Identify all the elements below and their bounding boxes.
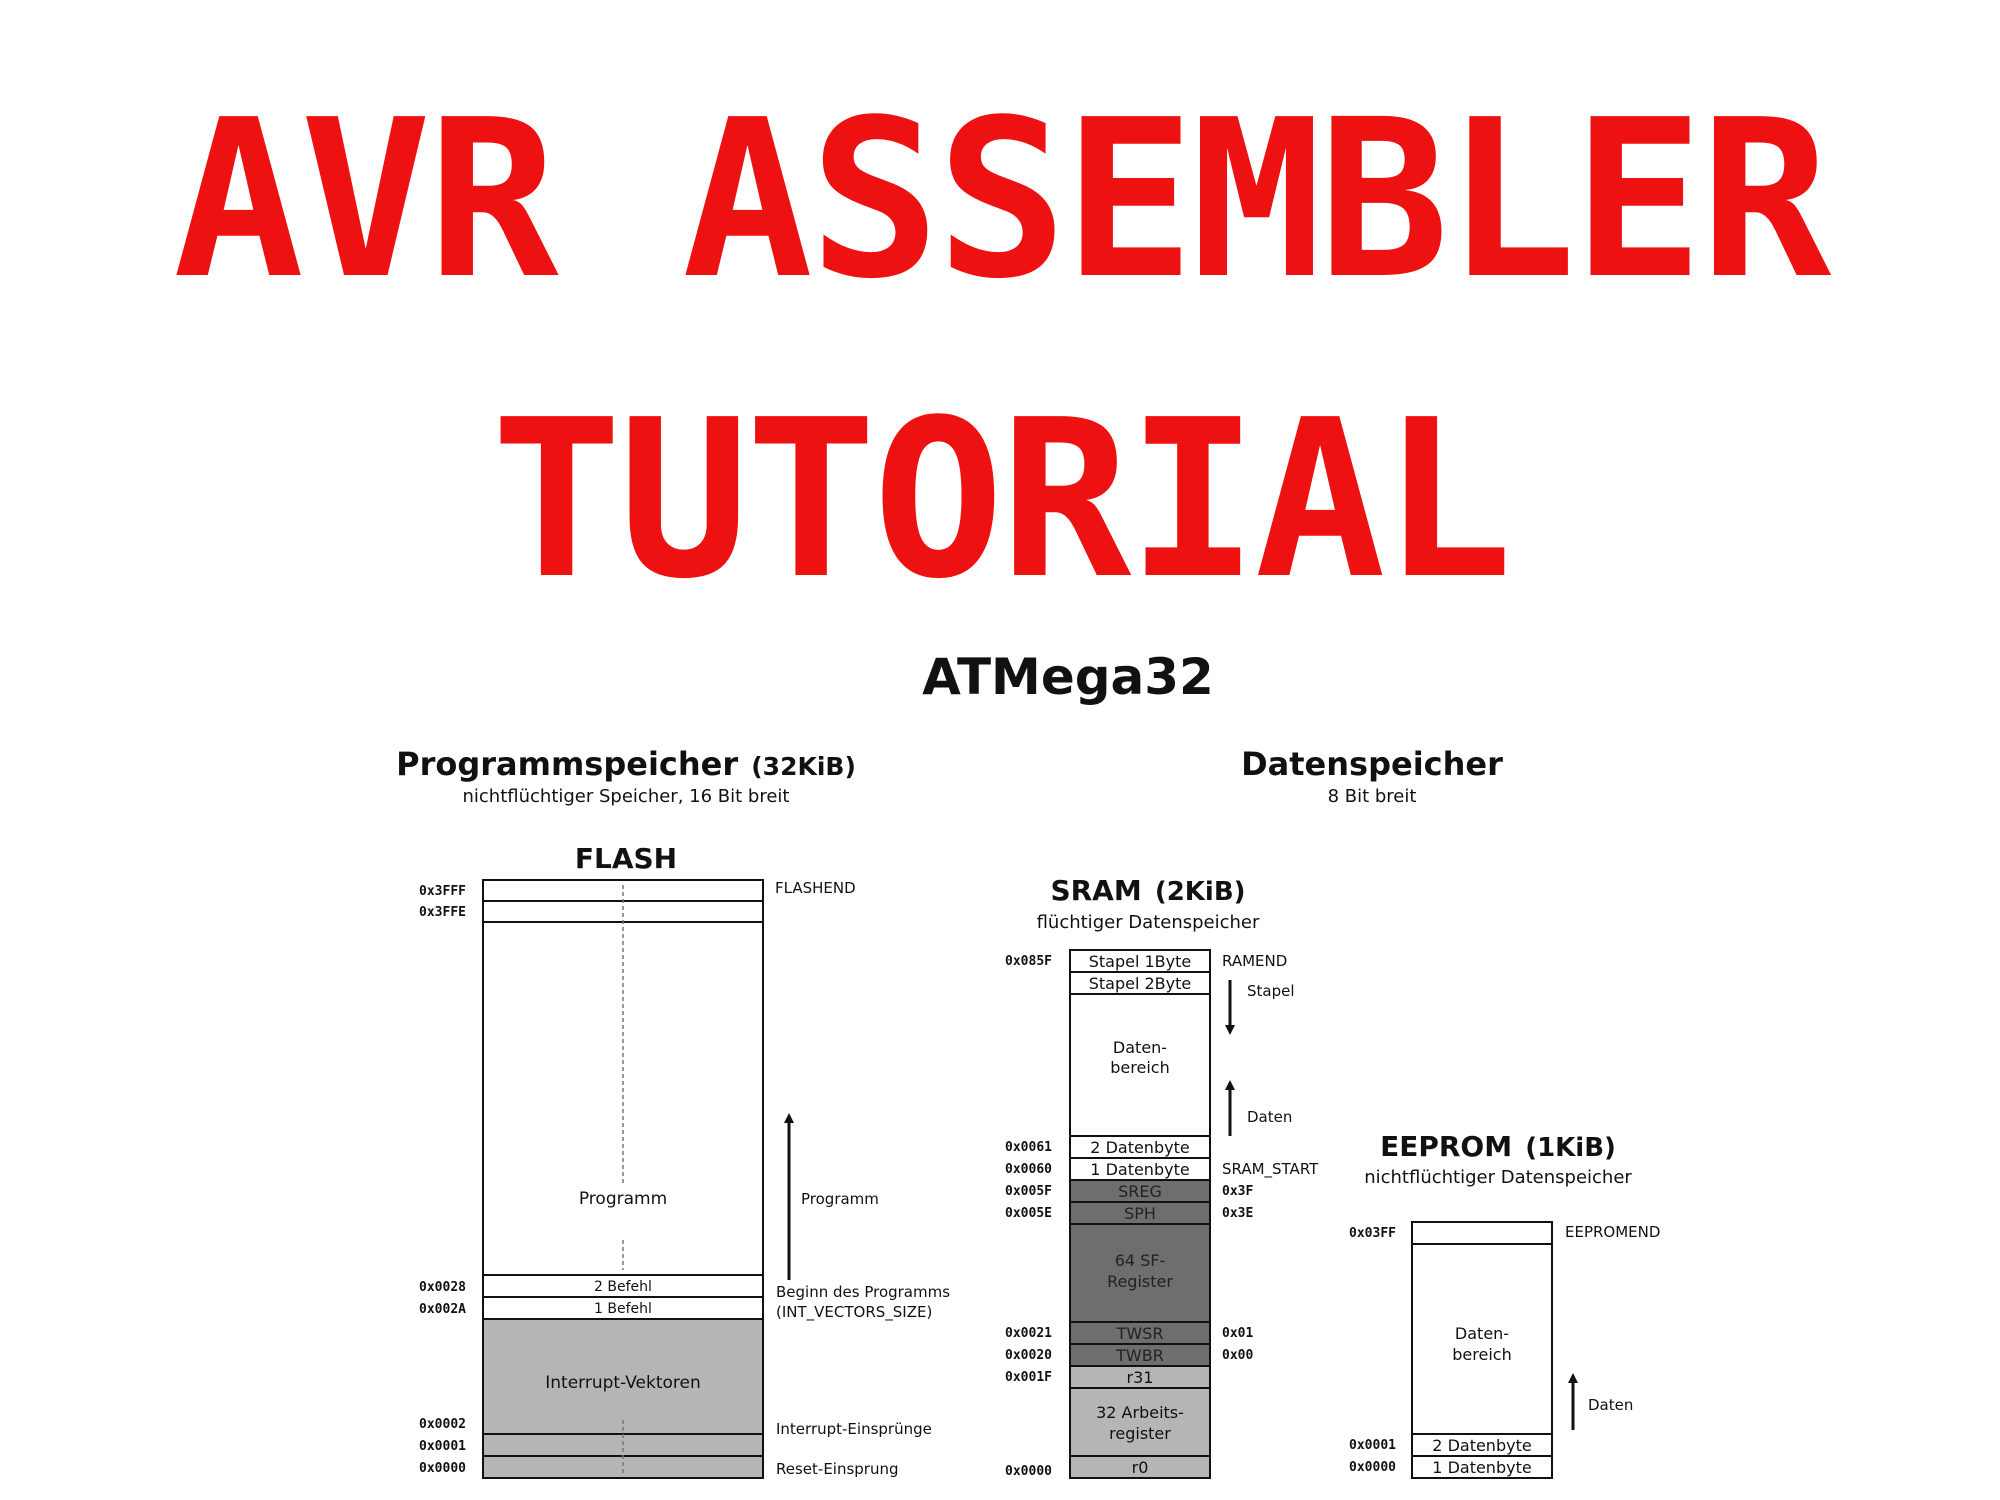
eeprom-header: EEPROM (1KiB): [1380, 1130, 1616, 1163]
eeprom-addr-0001: 0x0001: [1349, 1438, 1396, 1453]
eeprom-subtitle: nichtflüchtiger Datenspeicher: [1364, 1167, 1632, 1188]
sram-twsr-label: TWSR: [1116, 1324, 1164, 1343]
sram-datenbereich-label-1: Daten-: [1113, 1038, 1167, 1057]
flash-addr-002a: 0x002A: [419, 1302, 466, 1317]
sram-sf-label-1: 64 SF-: [1115, 1251, 1166, 1270]
eeprom-addr-0000: 0x0000: [1349, 1460, 1396, 1475]
flash-ivec-label: Interrupt-Vektoren: [545, 1373, 701, 1393]
flash-label-flashend: FLASHEND: [775, 879, 856, 897]
sram-label-daten: Daten: [1247, 1108, 1292, 1126]
sram-label-0x01: 0x01: [1222, 1326, 1253, 1341]
flash-addr-0028: 0x0028: [419, 1280, 466, 1295]
flash-cell-0000: [482, 1455, 764, 1479]
flash-programm-label: Programm: [579, 1189, 667, 1209]
sram-addr-0000: 0x0000: [1005, 1464, 1052, 1479]
flash-label-einspr: Interrupt-Einsprünge: [776, 1420, 932, 1438]
sram-cell-sf-register: [1069, 1223, 1211, 1323]
sram-stapel2-label: Stapel 2Byte: [1089, 974, 1192, 993]
sram-title: SRAM: [1050, 874, 1141, 907]
flash-cell-ivec: [482, 1318, 764, 1435]
title-line-1: AVR ASSEMBLER: [172, 74, 1831, 327]
eeprom-cell-3ff: [1411, 1221, 1553, 1245]
eeprom-cell-db1: [1411, 1455, 1553, 1479]
flash-befehl2-label: 2 Befehl: [594, 1279, 652, 1295]
eeprom-db1-label: 1 Datenbyte: [1432, 1458, 1531, 1477]
title-line-2: TUTORIAL: [491, 374, 1513, 627]
flash-addr-0001: 0x0001: [419, 1439, 466, 1454]
flash-befehl1-label: 1 Befehl: [594, 1301, 652, 1317]
sram-sf-label-2: Register: [1107, 1272, 1173, 1291]
eeprom-cell-datenbereich: [1411, 1243, 1553, 1435]
sram-addr-085f: 0x085F: [1005, 954, 1052, 969]
eeprom-label-daten: Daten: [1588, 1396, 1633, 1414]
sram-addr-0060: 0x0060: [1005, 1162, 1052, 1177]
sram-cell-r0: [1069, 1455, 1211, 1479]
sram-stapel1-label: Stapel 1Byte: [1089, 952, 1192, 971]
eeprom-cells: [1411, 1221, 1553, 1479]
sram-label-0x3e: 0x3E: [1222, 1206, 1253, 1221]
sram-arbeits-label-1: 32 Arbeits-: [1096, 1403, 1184, 1422]
sram-label-0x3f: 0x3F: [1222, 1184, 1253, 1199]
flash-cell-3ffe: [482, 900, 764, 923]
sram-label-ramend: RAMEND: [1222, 952, 1287, 970]
flash-label-beginn: Beginn des Programms: [776, 1283, 950, 1301]
sram-size: (2KiB): [1155, 877, 1246, 907]
sram-addr-005e: 0x005E: [1005, 1206, 1052, 1221]
flash-cell-3fff: [482, 879, 764, 902]
sram-cells: [1069, 949, 1211, 1479]
sram-arbeits-label-2: register: [1109, 1424, 1171, 1443]
flash-title: FLASH: [575, 842, 677, 875]
sram-sph-label: SPH: [1124, 1204, 1156, 1223]
data-header-title: Datenspeicher: [1241, 745, 1503, 783]
eeprom-db2-label: 2 Datenbyte: [1432, 1436, 1531, 1455]
sram-header: SRAM (2KiB): [1050, 874, 1245, 907]
sram-subtitle: flüchtiger Datenspeicher: [1037, 912, 1260, 933]
sram-label-stapel: Stapel: [1247, 982, 1295, 1000]
eeprom-datenbereich-label-1: Daten-: [1455, 1324, 1509, 1343]
sram-addr-0020: 0x0020: [1005, 1348, 1052, 1363]
eeprom-size: (1KiB): [1525, 1133, 1616, 1163]
sram-sreg-label: SREG: [1118, 1182, 1162, 1201]
sram-addr-0061: 0x0061: [1005, 1140, 1052, 1155]
sram-datenbereich-label-2: bereich: [1110, 1058, 1169, 1077]
sram-addr-005f: 0x005F: [1005, 1184, 1052, 1199]
sram-db1-label: 1 Datenbyte: [1090, 1160, 1189, 1179]
sram-cell-arbeitsregister: [1069, 1387, 1211, 1457]
sram-r31-label: r31: [1127, 1368, 1154, 1387]
eeprom-title: EEPROM: [1380, 1130, 1512, 1163]
sram-addr-001f: 0x001F: [1005, 1370, 1052, 1385]
sram-twbr-label: TWBR: [1115, 1346, 1164, 1365]
eeprom-addr-03ff: 0x03FF: [1349, 1226, 1396, 1241]
flash-addr-3fff: 0x3FFF: [419, 884, 466, 899]
sram-label-sram-start: SRAM_START: [1222, 1160, 1319, 1179]
sram-db2-label: 2 Datenbyte: [1090, 1138, 1189, 1157]
eeprom-label-eepromend: EEPROMEND: [1565, 1223, 1660, 1241]
sram-addr-0021: 0x0021: [1005, 1326, 1052, 1341]
flash-label-reset: Reset-Einsprung: [776, 1460, 899, 1478]
eeprom-datenbereich-label-2: bereich: [1452, 1345, 1511, 1364]
sram-label-0x00: 0x00: [1222, 1348, 1253, 1363]
flash-label-programm: Programm: [801, 1190, 879, 1208]
flash-label-intvec: (INT_VECTORS_SIZE): [776, 1303, 932, 1322]
chip-title: ATMega32: [922, 648, 1214, 706]
data-header-subtitle: 8 Bit breit: [1328, 786, 1417, 807]
flash-addr-0002: 0x0002: [419, 1417, 466, 1432]
prog-header-size: (32KiB): [751, 752, 856, 781]
sram-r0-label: r0: [1132, 1458, 1149, 1477]
prog-header-title: Programmspeicher: [396, 745, 738, 783]
flash-addr-0000: 0x0000: [419, 1461, 466, 1476]
prog-header-subtitle: nichtflüchtiger Speicher, 16 Bit breit: [463, 786, 790, 807]
flash-addr-3ffe: 0x3FFE: [419, 905, 466, 920]
prog-header: Programmspeicher (32KiB): [396, 745, 856, 783]
